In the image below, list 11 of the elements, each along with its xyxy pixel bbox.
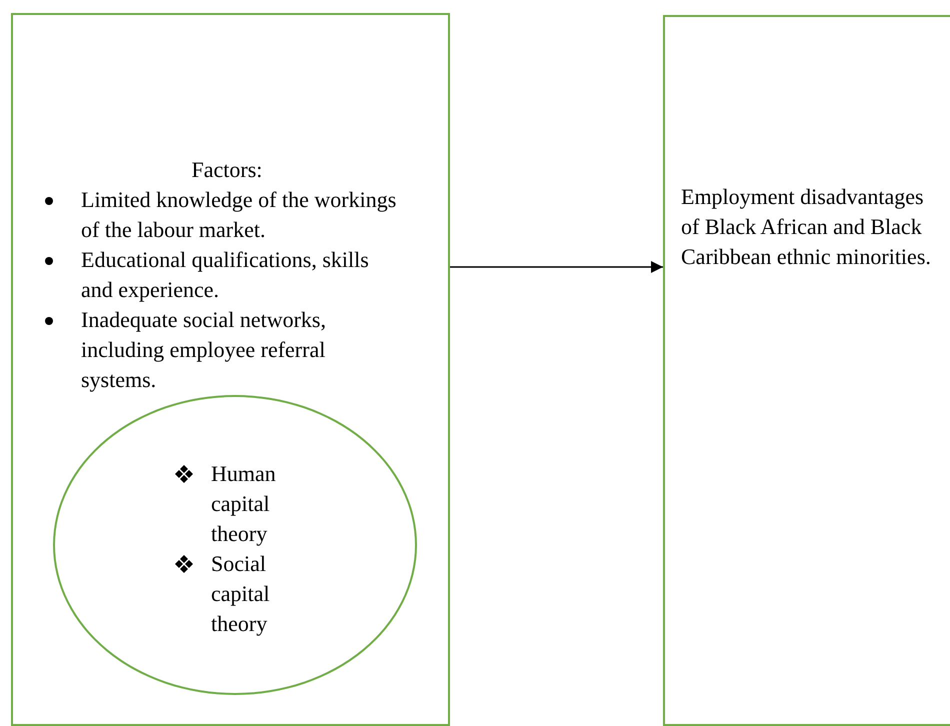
list-item-text: Limited knowledge of the workings of the labour market. xyxy=(81,186,398,244)
list-item-text: Human capital theory xyxy=(211,460,277,548)
list-item-text: Inadequate social networks, including employee referral systems. xyxy=(81,306,327,394)
list-item-text: Educational qualifications, skills and experience. xyxy=(81,246,370,304)
panel-box xyxy=(11,13,450,726)
list-item-text: Social capital theory xyxy=(211,550,271,638)
box-text: Employment disadvantages of Black African and Black Caribbean ethnic minorities. xyxy=(681,183,931,271)
heading-text: Factors: xyxy=(190,156,264,184)
ellipse-shape xyxy=(53,395,417,695)
arrow xyxy=(450,261,663,273)
panel-box xyxy=(663,15,950,726)
